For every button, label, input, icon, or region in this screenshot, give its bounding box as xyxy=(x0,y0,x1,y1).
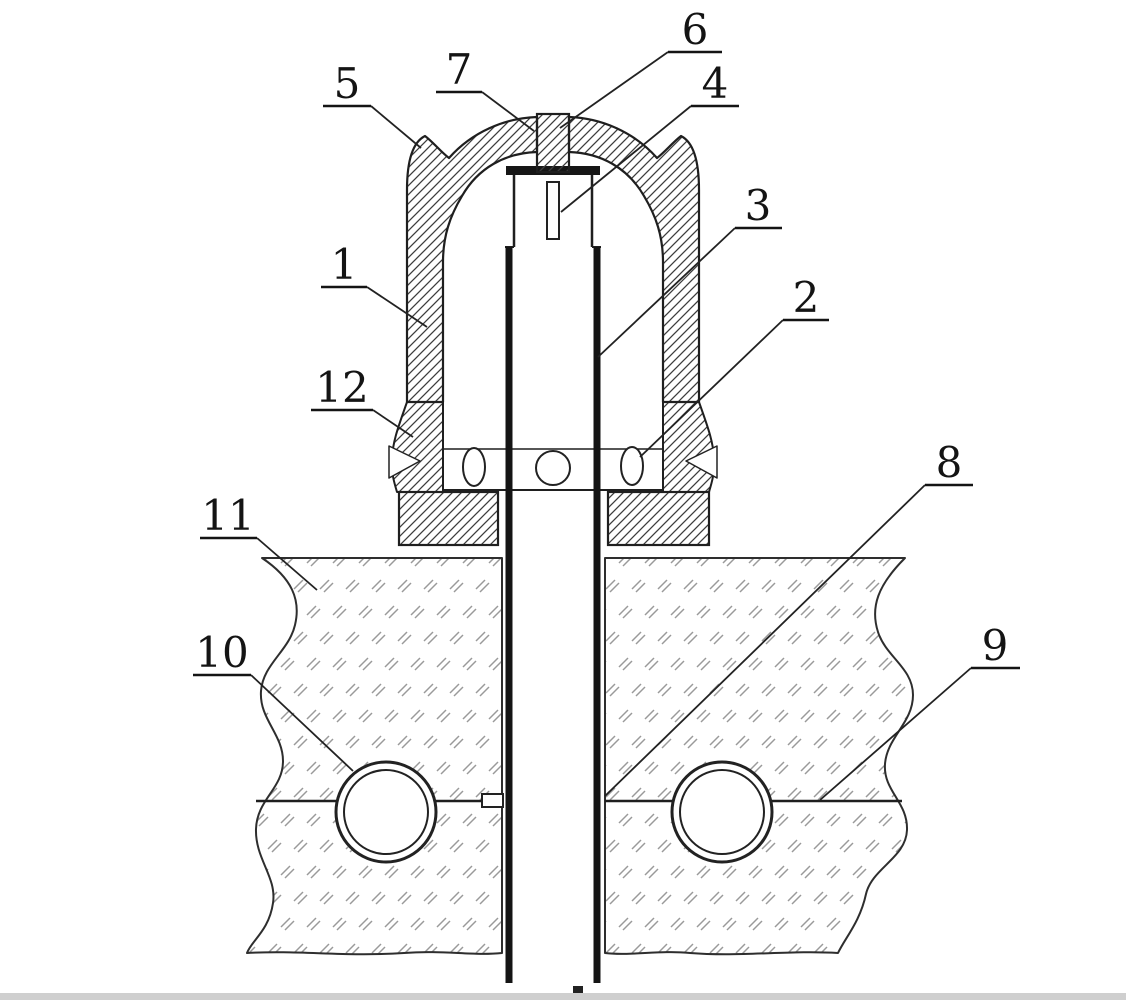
bottom-tick xyxy=(573,986,583,993)
ground-section xyxy=(246,557,914,956)
port-center xyxy=(535,450,571,486)
callout-number-5: 5 xyxy=(334,59,361,108)
callout-6: 6 xyxy=(559,5,722,129)
callout-11: 11 xyxy=(200,491,318,591)
flange-left xyxy=(397,490,500,547)
leader-line-7 xyxy=(481,91,535,132)
center-tube xyxy=(505,112,601,993)
leader-line-10 xyxy=(250,674,354,772)
groove-notch-left xyxy=(388,445,421,479)
leader-line-9 xyxy=(819,667,972,801)
callout-2: 2 xyxy=(639,273,829,458)
ground-block-left xyxy=(246,557,503,956)
callouts: 6 7 4 5 3 xyxy=(193,5,1020,801)
callout-number-7: 7 xyxy=(446,45,473,94)
leader-line-12 xyxy=(372,409,414,438)
flare-left xyxy=(390,401,444,493)
pin-cross-section xyxy=(535,112,571,174)
bore-hole-left xyxy=(334,760,438,864)
callout-4: 4 xyxy=(560,59,739,213)
callout-number-6: 6 xyxy=(682,5,709,54)
coupling-block xyxy=(481,793,504,808)
dome-housing xyxy=(388,115,718,547)
callout-number-2: 2 xyxy=(793,273,820,322)
leader-line-6 xyxy=(559,51,669,129)
port-right xyxy=(620,446,644,486)
flare-right xyxy=(662,401,716,493)
leader-line-8 xyxy=(604,484,926,797)
dome-wall-left xyxy=(405,115,539,404)
leader-line-2 xyxy=(639,319,784,458)
callout-number-12: 12 xyxy=(315,363,368,412)
callout-number-4: 4 xyxy=(702,59,729,108)
callout-10: 10 xyxy=(193,628,354,772)
leader-line-3 xyxy=(597,227,736,358)
leader-line-5 xyxy=(370,105,422,149)
bore-left-inner-ring xyxy=(343,769,429,855)
page-edge-strip xyxy=(0,993,1126,1000)
bore-hole-right xyxy=(670,760,774,864)
groove-notch-right xyxy=(685,445,718,479)
callout-number-10: 10 xyxy=(195,628,248,677)
callout-12: 12 xyxy=(311,363,414,438)
callout-3: 3 xyxy=(597,181,782,358)
callout-5: 5 xyxy=(323,59,422,149)
callout-number-1: 1 xyxy=(331,240,358,289)
callout-number-3: 3 xyxy=(745,181,772,230)
bore-right-inner-ring xyxy=(679,769,765,855)
callout-number-8: 8 xyxy=(936,438,963,487)
port-left xyxy=(462,447,486,487)
callout-8: 8 xyxy=(604,438,973,797)
callout-number-9: 9 xyxy=(982,621,1009,670)
ground-block-right xyxy=(604,557,914,956)
leader-line-11 xyxy=(256,537,318,591)
callout-number-11: 11 xyxy=(201,491,254,540)
callout-7: 7 xyxy=(436,45,535,132)
dome-wall-right xyxy=(567,115,701,404)
leader-line-4 xyxy=(560,105,692,213)
callout-1: 1 xyxy=(321,240,428,328)
callout-9: 9 xyxy=(819,621,1020,801)
flange-right xyxy=(606,490,711,547)
inner-slot xyxy=(546,181,560,240)
leader-line-1 xyxy=(366,286,428,328)
